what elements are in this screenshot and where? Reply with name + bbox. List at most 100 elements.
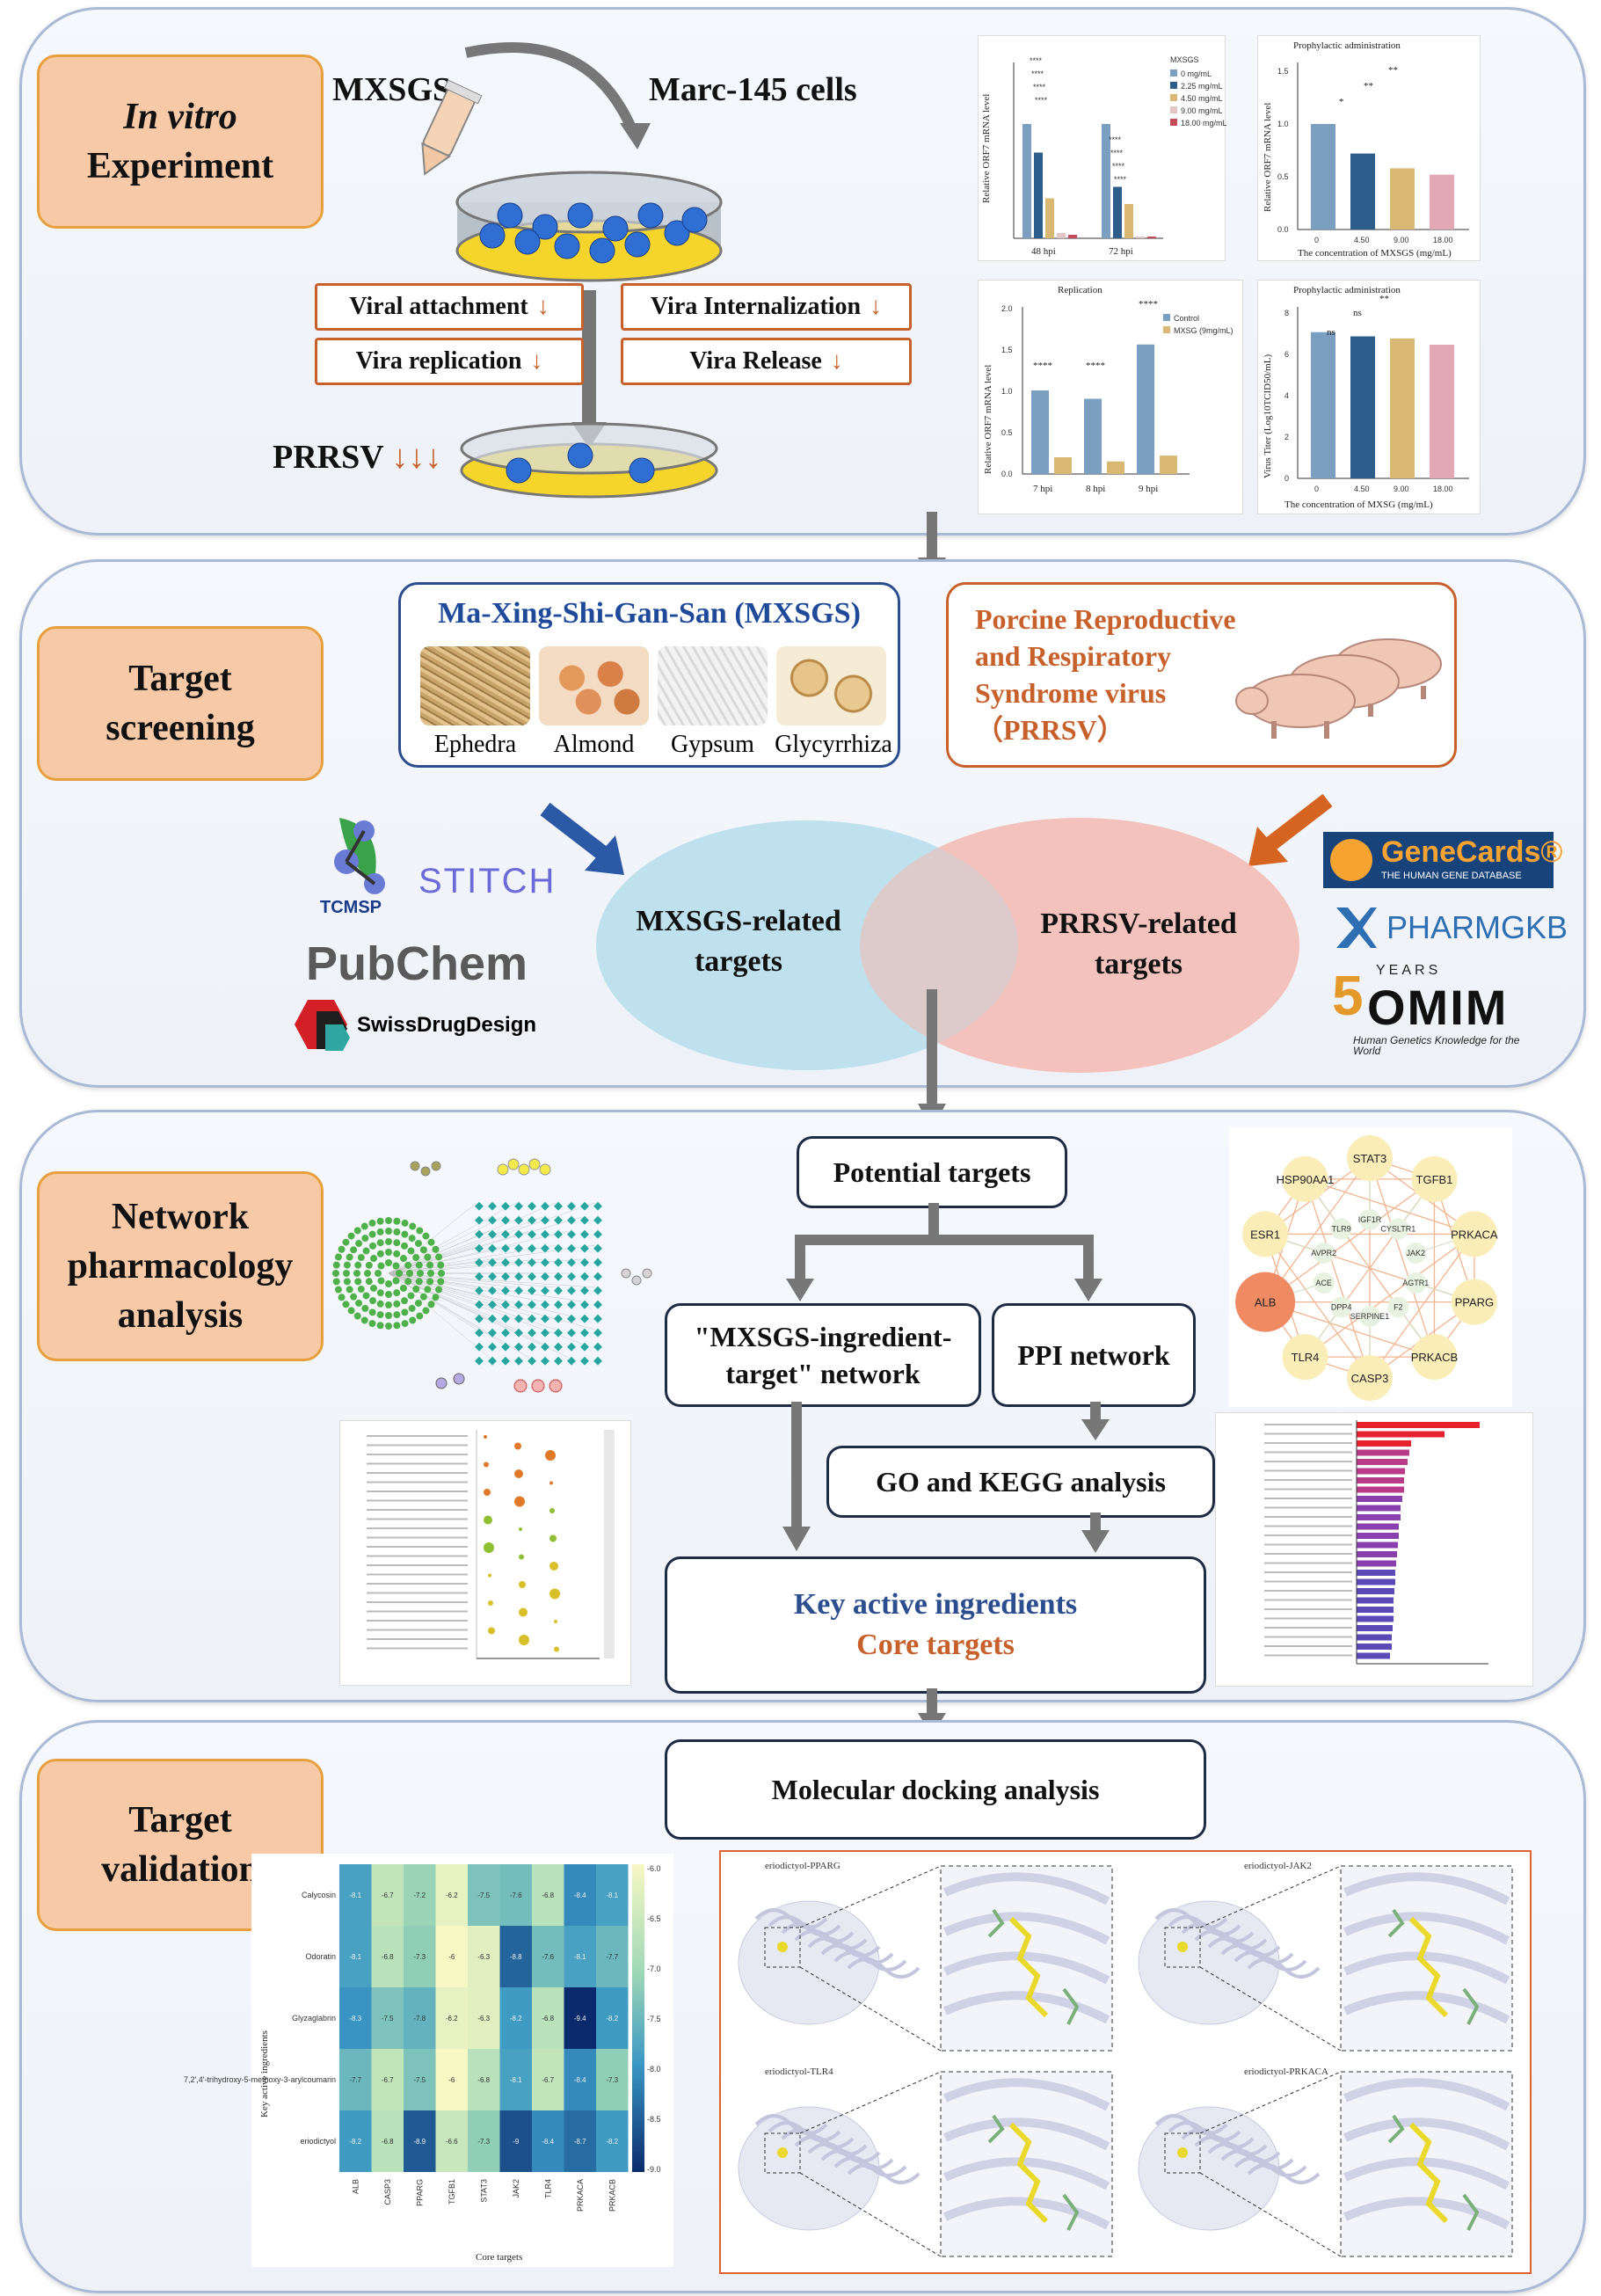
ppi-node	[1411, 1334, 1458, 1381]
network-node	[528, 1328, 536, 1338]
network-node	[385, 1249, 392, 1256]
gypsum-image	[658, 646, 768, 725]
network-node	[407, 1247, 415, 1255]
network-node	[362, 1247, 370, 1255]
network-node	[528, 1356, 536, 1366]
network-node	[364, 1270, 371, 1277]
svg-text:MXSGS: MXSGS	[1170, 55, 1199, 64]
network-node	[361, 1235, 369, 1243]
go-term-label	[367, 1601, 468, 1603]
heatmap-value: -7.7	[349, 2076, 361, 2084]
heatmap-value: -7.5	[382, 2015, 394, 2023]
go-term-label	[367, 1435, 468, 1437]
network-node	[401, 1297, 408, 1305]
heatmap-value: -6.2	[446, 2015, 458, 2023]
heatmap-value: -8.3	[349, 2015, 361, 2023]
network-node	[541, 1272, 549, 1281]
heatmap-cell	[468, 2110, 500, 2172]
network-node	[580, 1257, 589, 1267]
heatmap-cell	[468, 1864, 500, 1926]
network-node	[554, 1257, 563, 1267]
significance-mark: ****	[1033, 361, 1052, 371]
network-node	[376, 1228, 384, 1235]
heatmap-value: -8.1	[349, 1891, 361, 1899]
kegg-enrichment-chart	[1215, 1412, 1533, 1687]
network-node	[541, 1356, 549, 1366]
docking-pose-title: eriodictyol-JAK2	[1244, 1861, 1312, 1871]
network-node	[554, 1300, 563, 1309]
kegg-bar	[1357, 1514, 1401, 1520]
y-tick: 1.0	[1001, 387, 1013, 396]
heatmap-value: -8.2	[606, 2015, 618, 2023]
ppi-node	[1451, 1211, 1497, 1257]
network-node	[475, 1257, 484, 1267]
kegg-bar	[1357, 1431, 1445, 1438]
heatmap-value: -8.1	[349, 1953, 361, 1961]
heatmap-col-label: PRKACA	[576, 2179, 585, 2212]
network-node	[406, 1270, 413, 1277]
pig-icon	[1235, 638, 1442, 739]
significance-mark: ****	[1109, 135, 1122, 144]
network-node	[419, 1293, 427, 1301]
go-term-label	[367, 1629, 468, 1631]
kegg-term-label	[1264, 1479, 1352, 1481]
kegg-term-label	[1264, 1442, 1352, 1444]
network-node	[416, 1312, 424, 1320]
heatmap-cell	[435, 1864, 468, 1926]
heatmap-cell	[339, 2110, 372, 2172]
colorbar-tick: -6.0	[647, 1864, 661, 1873]
pharmgkb-logo: PHARMGKB	[1332, 901, 1568, 954]
x-tick: 9.00	[1394, 485, 1409, 493]
kegg-term-label	[1264, 1590, 1352, 1592]
invitro-illustration	[421, 42, 723, 499]
bar	[1045, 198, 1054, 238]
network-node	[376, 1311, 384, 1319]
almond-image	[539, 646, 649, 725]
network-node	[554, 1328, 563, 1338]
network-node	[404, 1278, 412, 1286]
network-node	[393, 1239, 401, 1247]
arrow-ppi-gokegg	[1081, 1402, 1110, 1440]
ppi-node-label: TLR9	[1332, 1225, 1351, 1234]
kegg-bar	[1357, 1533, 1399, 1539]
heatmap-col-label: JAK2	[512, 2179, 520, 2198]
network-node	[593, 1229, 602, 1239]
network-node	[334, 1286, 342, 1294]
significance-mark: ****	[1033, 83, 1046, 91]
heatmap-cell	[564, 2110, 596, 2172]
network-node	[354, 1261, 362, 1269]
bar	[1054, 457, 1072, 474]
network-node	[393, 1217, 401, 1225]
key-ingredients-core-targets-box: Key active ingredients Core targets	[665, 1556, 1206, 1694]
network-node	[370, 1284, 378, 1292]
network-node	[580, 1300, 589, 1309]
genecards-logo: GeneCards® THE HUMAN GENE DATABASE	[1323, 832, 1562, 888]
herb-label-gypsum: Gypsum	[671, 731, 754, 758]
network-node	[385, 1259, 392, 1266]
heatmap-col-label: TLR4	[543, 2179, 552, 2198]
ppi-node-label: AVPR2	[1311, 1249, 1336, 1257]
network-node	[554, 1215, 563, 1225]
network-node	[385, 1291, 392, 1298]
svg-text:Replication: Replication	[1058, 285, 1103, 295]
network-node	[365, 1278, 373, 1286]
step-vira-replication: Vira replication↓	[315, 338, 584, 385]
network-node	[514, 1286, 523, 1295]
significance-mark: ****	[1112, 162, 1125, 171]
go-term-label	[367, 1444, 468, 1447]
network-node	[377, 1277, 385, 1285]
network-edge	[388, 1272, 530, 1359]
kegg-term-label	[1264, 1654, 1352, 1657]
heatmap-value: -7.8	[413, 2015, 426, 2023]
network-node	[528, 1257, 536, 1267]
heatmap-cell	[435, 1987, 468, 2049]
network-node	[475, 1342, 484, 1352]
bar	[1107, 461, 1124, 474]
bar	[1137, 344, 1154, 474]
ppi-node-label: IGF1R	[1358, 1215, 1382, 1224]
go-term-label	[367, 1638, 468, 1640]
network-node	[567, 1300, 576, 1309]
heatmap-value: -8.4	[574, 1891, 586, 1899]
network-node	[501, 1342, 510, 1352]
